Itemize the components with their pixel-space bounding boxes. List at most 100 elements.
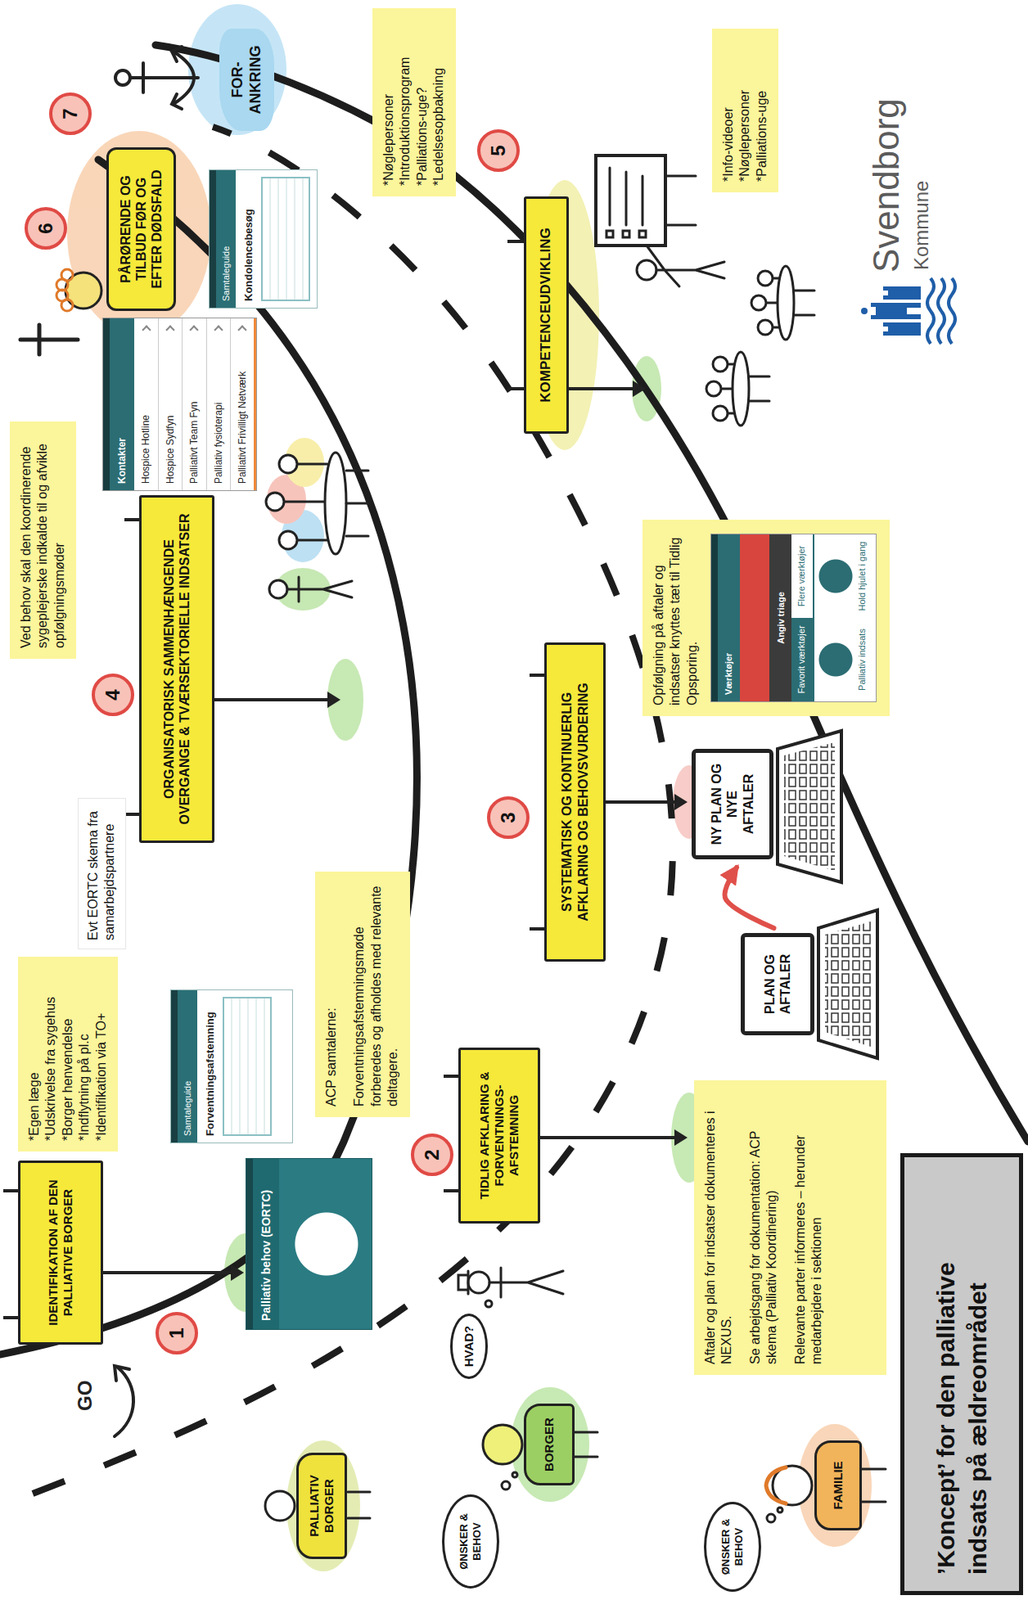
app-screenshot: SamtaleguideKondolencebesøg (208, 169, 318, 309)
node-text: *Ledelsesopbakning (430, 18, 447, 186)
node-text: *Introduktionsprogram (396, 18, 414, 186)
node-text: Palliativ fysioterapi (207, 318, 231, 491)
node-text: ACP samtalerne: (323, 882, 340, 1107)
logo-text: Kommune (910, 180, 934, 271)
connector-arrow (724, 867, 774, 929)
node-text: Angiv triage (739, 534, 792, 702)
anchor-patch: FOR-ANKRING (219, 28, 275, 131)
node-text: Palliativ indsats (814, 617, 876, 702)
node-text: Forventningsafstemningsmøde forberedes o… (351, 882, 402, 1107)
node-text: *Nøglepersoner (380, 18, 397, 186)
node-text: SYSTEMATISK OG KONTINUERLIG AFKLARING OG… (559, 653, 591, 952)
step-number-circle: 1 (155, 1312, 199, 1355)
app-screenshot: KontakterHospice HotlineHospice SydfynPa… (102, 317, 257, 492)
node-text: 2 (420, 1149, 444, 1160)
node-text: Hold hjulet i gang (814, 534, 876, 618)
step-number-circle: 7 (49, 92, 92, 136)
node-text: 6 (34, 222, 58, 234)
node-text: 7 (58, 108, 82, 119)
node-text: Ved behov skal den koordinerende sygeple… (18, 432, 68, 649)
node-text: Palliativt Frivilligt Netværk (230, 318, 257, 491)
app-screenshot: SamtaleguideForventningsafstemning (170, 989, 294, 1144)
node-text: *Identifikation via TO+ (93, 967, 110, 1141)
meeting-people (266, 452, 369, 602)
title-box: ’Koncept’ for den palliative indsats på … (900, 1153, 1024, 1596)
color-wash (67, 4, 872, 1572)
road (0, 45, 1028, 1494)
node-text: Palliativt Team Fyn (182, 318, 207, 491)
sticky-note: *Info-videoer*Nøglepersoner*Palliations-… (712, 28, 779, 193)
sticky-note: ACP samtalerne: Forventningsafstemningsmø… (315, 871, 411, 1118)
node-text: 1 (165, 1327, 189, 1339)
sticky-note: Aftaler og plan for indsatser dokumenter… (694, 1080, 887, 1376)
step-number-circle: 6 (24, 207, 68, 250)
diagram-title: ’Koncept’ for den palliative indsats på … (929, 1173, 994, 1575)
node-text: Se arbejdsgang for dokumentation: ACP sk… (747, 1091, 781, 1365)
node-text: Opfølgning på aftaler og indsatser knytt… (650, 530, 701, 706)
node-text: NY PLAN OG NYE AFTALER (708, 759, 757, 849)
step-number-circle: 2 (410, 1133, 454, 1177)
node-text: *Udskrivelse fra sygehus (42, 967, 59, 1141)
node-text: Forventningsafstemning (197, 990, 220, 1143)
node-text: Samtaleguide (171, 990, 198, 1143)
logo-text: Svendborg (865, 98, 907, 273)
municipality-logo (861, 278, 956, 344)
node-text: 4 (101, 689, 125, 700)
node-text: *Palliations-uge (753, 39, 771, 182)
person-figure: PALLIATIV BORGER (296, 1452, 348, 1560)
thought-cloud: ØNSKER & BEHOV (703, 1501, 762, 1592)
node-text: *Indflytning på pl.c (76, 967, 93, 1141)
node-text: *Info-videoer (720, 39, 737, 182)
node-text: PALLIATIV BORGER (306, 1460, 337, 1552)
node-text: PÅRØRENDE OG TILBUD FØR OG EFTER DØDSFAL… (117, 157, 166, 301)
node-text: ØNSKER & BEHOV (719, 1512, 745, 1582)
road-sign: KOMPETENCEUDVIKLING (523, 196, 569, 434)
sign-posts (3, 241, 677, 1318)
node-text: Evt EORTC skema fra samarbejdspartnere (85, 807, 119, 941)
node-text: Kondolencebesøg (235, 170, 258, 308)
laptop-screen: NY PLAN OG NYE AFTALER (691, 748, 774, 860)
person-figure: BORGER (523, 1403, 575, 1486)
node-text: Hospice Sydfyn (158, 318, 183, 491)
road-sign: TIDLIG AFKLARING & FORVENTNINGS-AFSTEMNI… (458, 1047, 541, 1224)
node-text: HVAD? (461, 1325, 477, 1368)
sticky-note: *Nøglepersoner*Introduktionsprogram*Pall… (372, 8, 456, 197)
node-text: IDENTIFIKATION AF DEN PALLIATIVE BORGER (45, 1171, 76, 1335)
node-text: Værktøjer (711, 534, 740, 702)
node-text: ØNSKER & BEHOV (457, 1505, 483, 1579)
node-text: PLAN OG AFTALER (761, 943, 794, 1025)
thought-cloud: ØNSKER & BEHOV (441, 1494, 500, 1589)
note-box: Evt EORTC skema fra samarbejdspartnere (77, 798, 127, 950)
laptop-screen: PLAN OG AFTALER (740, 933, 815, 1036)
step-number-circle: 3 (486, 796, 530, 839)
banner-sign: PÅRØRENDE OG TILBUD FØR OG EFTER DØDSFAL… (106, 147, 176, 312)
post-arrowheads (230, 380, 688, 1281)
node-text: KOMPETENCEUDVIKLING (537, 227, 555, 402)
node-text: *Borger henvendelse (59, 967, 77, 1141)
road-sign: SYSTEMATISK OG KONTINUERLIG AFKLARING OG… (544, 642, 606, 962)
step-number-circle: 4 (91, 673, 135, 717)
app-screenshot: VærktøjerAngiv triageFavorit værktøjerFl… (710, 533, 877, 703)
sticky-note: Ved behov skal den koordinerende sygeple… (9, 421, 77, 659)
sticky-note: Opfølgning på aftaler og indsatser knytt… (642, 519, 890, 717)
node-text: Relevante parter informeres – herunder m… (792, 1091, 826, 1365)
road-label: GO (73, 1378, 97, 1414)
go-arrow (114, 1366, 134, 1437)
node-text: ORGANISATORISK SAMMENHÆNGENDE OVERGANGE … (161, 505, 193, 833)
node-text: *Nøglepersoner (736, 39, 753, 182)
node-text: *Palliations-uge? (414, 18, 431, 186)
node-text: Palliativ behov (EORTC) (246, 1158, 280, 1330)
node-text: Favorit værktøjer (791, 617, 814, 702)
node-text: 5 (486, 144, 510, 156)
node-text: FAMILIE (830, 1460, 846, 1510)
node-text: Samtaleguide (209, 170, 236, 308)
anchor-symbol (115, 46, 199, 109)
node-text: Kontakter (103, 318, 135, 491)
node-text: BORGER (541, 1417, 557, 1472)
speech-bubble: HVAD? (450, 1313, 488, 1380)
relatives-figure (20, 269, 102, 355)
step-number-circle: 5 (477, 129, 520, 172)
person-figure: FAMILIE (814, 1440, 862, 1531)
